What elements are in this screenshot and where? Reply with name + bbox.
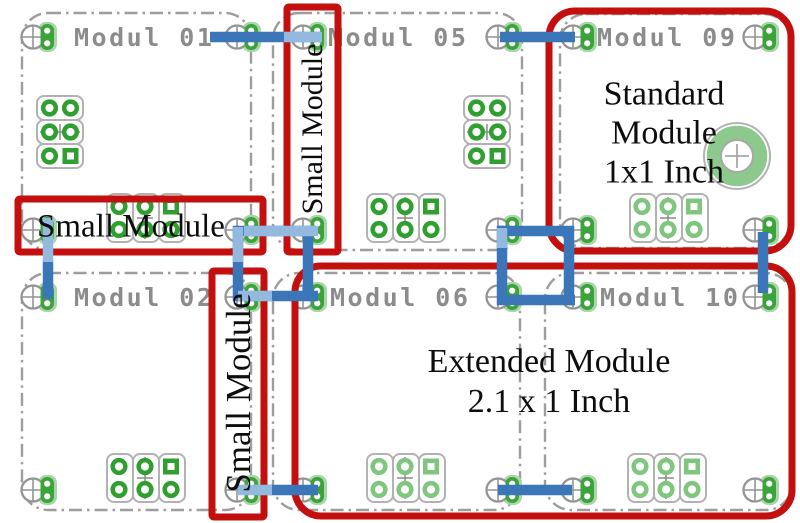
- connector-3x2-module-09: [629, 193, 709, 243]
- highlight-small-module-horizontal: [14, 195, 267, 256]
- module-02-outline: [20, 271, 253, 512]
- module-10-label: Modul 10: [600, 283, 740, 312]
- module-06-label: Modul 06: [330, 283, 470, 312]
- small-module-annotation-horizontal: Small Module: [37, 208, 225, 245]
- connector-3x2-module-06: [366, 453, 446, 503]
- connector-2x3-module-05: [463, 95, 511, 169]
- module-labels: Modul 01 Modul 05 Modul 09 Modul 02 Modu…: [74, 23, 740, 312]
- connector-3x2-module-02: [106, 453, 186, 503]
- module-01-label: Modul 01: [74, 23, 214, 52]
- module-05-label: Modul 05: [328, 23, 468, 52]
- small-module-annotation-vertical-top: Small Module: [296, 43, 329, 215]
- module-05-outline: [271, 11, 524, 252]
- module-01-outline: [20, 11, 253, 252]
- mounting-hole: [703, 122, 771, 190]
- bus-connections: [42, 31, 769, 496]
- extended-module-annotation: Extended Module 2.1 x 1 Inch: [427, 343, 671, 420]
- module-02-label: Modul 02: [74, 283, 214, 312]
- module-09-label: Modul 09: [597, 23, 737, 52]
- standard-module-annotation: Standard Module 1x1 Inch: [603, 75, 725, 191]
- bus-square-right: [496, 225, 575, 306]
- highlight-standard-module: [545, 7, 795, 255]
- connector-3x2-module-05: [366, 193, 446, 243]
- connector-3x2-module-10: [627, 453, 707, 503]
- highlight-extended-module: [291, 262, 796, 520]
- connector-2x3-module-01: [36, 95, 84, 169]
- small-module-annotation-vertical-bottom: Small Module: [219, 293, 258, 493]
